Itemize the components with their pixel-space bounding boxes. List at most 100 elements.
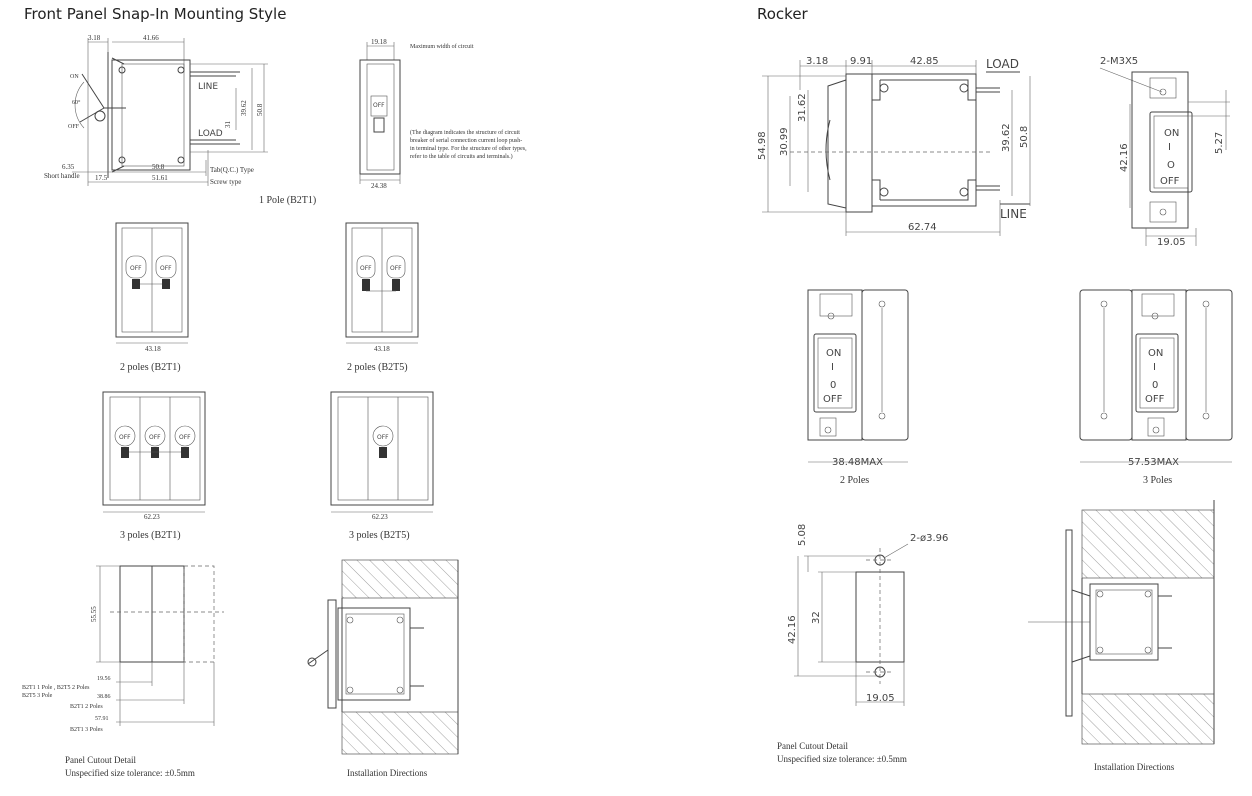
snap-in-panel-cutout: 55.55 19.56 38.86 57.91 B2T1 1 Pole , B2… [22,565,224,778]
rocker-dim-3-18: 3.18 [806,56,828,67]
right-section-title: Rocker [757,5,808,23]
dim-41-66: 41.66 [143,34,159,42]
label-angle: 60° [72,99,81,106]
cutout-label-4: B2T1 3 Poles [70,727,103,733]
rocker-label-load: LOAD [986,57,1019,71]
install-caption-left: Installation Directions [347,768,428,778]
note-line-4: refer to the table of circuits and termi… [410,153,513,160]
label-tab-type: Tab(Q.C.) Type [210,166,254,174]
label-load: LOAD [198,129,223,139]
dim-6-35: 6.35 [62,163,75,171]
rocker-dim-39-62: 39.62 [1001,123,1012,152]
install-caption-right: Installation Directions [1094,762,1175,772]
dim-2p-b2t5: 43.18 [374,345,390,353]
two-poles-b2t1: OFF OFF 43.18 2 poles (B2T1) [115,222,189,373]
rocker-3p-dim: 57.53MAX [1128,457,1179,468]
toggle-off-3p-c: OFF [179,434,191,441]
rocker-front-dim-5-27: 5.27 [1214,132,1225,154]
toggle-off-1p: OFF [373,102,385,109]
rocker-panel-cutout: 2-ø3.96 5.08 42.16 32 19.05 Panel Cutout… [777,524,948,764]
label-screw-type: Screw type [210,178,241,186]
cutout-tolerance-left: Unspecified size tolerance: ±0.5mm [65,768,195,778]
note-line-2: breaker of serial connection current loo… [410,137,522,144]
rocker-cutout-32: 32 [811,611,822,624]
rocker-3p-on: ON [1148,348,1163,359]
toggle-off-2p-a: OFF [130,265,142,272]
rocker-2p-dim: 38.48MAX [832,457,883,468]
dim-50-8-bottom: 50.8 [152,163,165,171]
one-pole-front-view: 19.18 Maximum width of circuit OFF 24.38… [259,38,527,206]
snap-in-installation: Installation Directions [307,559,459,778]
rocker-2p-on-mark: I [831,362,834,373]
rocker-2p-off: OFF [823,394,843,405]
toggle-off-3p-a: OFF [119,434,131,441]
cutout-label-2: B2T5 3 Pole [22,693,53,699]
two-poles-b2t5: OFF OFF 43.18 2 poles (B2T5) [345,222,419,373]
rocker-screw-label: 2-M3X5 [1100,56,1138,67]
dim-57-91: 57.91 [95,716,109,722]
dim-55-55: 55.55 [90,606,98,622]
rocker-front-dim-19-05: 19.05 [1157,237,1186,248]
rocker-side-view: 3.18 9.91 42.85 LOAD LINE 54.98 30.99 31… [757,56,1031,236]
three-poles-b2t5: OFF 62.23 3 poles (B2T5) [330,391,434,541]
dim-50-8-snap: 50.8 [256,103,264,116]
cutout-title-left: Panel Cutout Detail [65,755,136,765]
rocker-installation: Installation Directions [1028,500,1215,772]
caption-2-poles-b2t1: 2 poles (B2T1) [120,362,181,373]
dim-24-38: 24.38 [371,182,387,190]
dim-19-18: 19.18 [371,38,387,46]
rocker-dim-62-74: 62.74 [908,222,937,233]
note-line-3: in terminal type. For the structure of o… [410,145,527,152]
label-max-width: Maximum width of circuit [410,43,474,50]
toggle-off-2p-t5-a: OFF [360,265,372,272]
rocker-dim-42-85: 42.85 [910,56,939,67]
rocker-front-on-mark: I [1168,142,1171,153]
dim-31: 31 [224,121,232,129]
label-off: OFF [68,124,80,130]
dim-3p-b2t5: 62.23 [372,513,388,521]
rocker-dim-54-98: 54.98 [757,131,768,160]
rocker-front-off: OFF [1160,176,1180,187]
cutout-label-3: B2T1 2 Poles [70,704,103,710]
dim-51-61: 51.61 [152,174,168,182]
rocker-2p-caption: 2 Poles [840,475,869,486]
caption-3-poles-b2t1: 3 poles (B2T1) [120,530,181,541]
rocker-two-poles: ON I 0 OFF 38.48MAX 2 Poles [807,289,909,486]
cutout-title-right: Panel Cutout Detail [777,741,848,751]
rocker-front-off-mark: O [1167,160,1175,171]
rocker-cutout-42-16: 42.16 [787,615,798,644]
label-short-handle: Short handle [44,172,80,180]
rocker-cutout-19-05: 19.05 [866,693,895,704]
note-line-1: (The diagram indicates the structure of … [410,129,520,136]
rocker-dim-9-91: 9.91 [850,56,872,67]
rocker-three-poles: ON I 0 OFF 57.53MAX 3 Poles [1079,289,1233,486]
rocker-dim-30-99: 30.99 [779,127,790,156]
three-poles-b2t1: OFF OFF OFF 62.23 3 poles (B2T1) [102,391,206,541]
dim-19-56: 19.56 [97,676,111,682]
label-on: ON [70,74,79,80]
left-section-title: Front Panel Snap-In Mounting Style [24,5,287,23]
one-pole-side-view: 3.18 41.66 LINE LOAD ON 60° OFF 39.6 [44,34,268,186]
toggle-off-2p-t5-b: OFF [390,265,402,272]
rocker-front-dim-42-16: 42.16 [1119,143,1130,172]
rocker-3p-on-mark: I [1153,362,1156,373]
caption-2-poles-b2t5: 2 poles (B2T5) [347,362,408,373]
rocker-2p-on: ON [826,348,841,359]
rocker-cutout-holes: 2-ø3.96 [910,533,948,544]
rocker-3p-off-mark: 0 [1152,380,1158,391]
rocker-dim-31-62: 31.62 [797,93,808,122]
dim-38-86: 38.86 [97,694,111,700]
toggle-off-2p-b: OFF [160,265,172,272]
toggle-off-3p-b: OFF [149,434,161,441]
caption-1-pole: 1 Pole (B2T1) [259,195,316,206]
rocker-cutout-5-08: 5.08 [797,524,808,546]
label-line: LINE [198,82,218,92]
dim-2p-b2t1: 43.18 [145,345,161,353]
rocker-2p-off-mark: 0 [830,380,836,391]
dim-3p-b2t1: 62.23 [144,513,160,521]
dim-39-62-snap: 39.62 [240,100,248,116]
caption-3-poles-b2t5: 3 poles (B2T5) [349,530,410,541]
cutout-tolerance-right: Unspecified size tolerance: ±0.5mm [777,754,907,764]
rocker-front-on: ON [1164,128,1179,139]
